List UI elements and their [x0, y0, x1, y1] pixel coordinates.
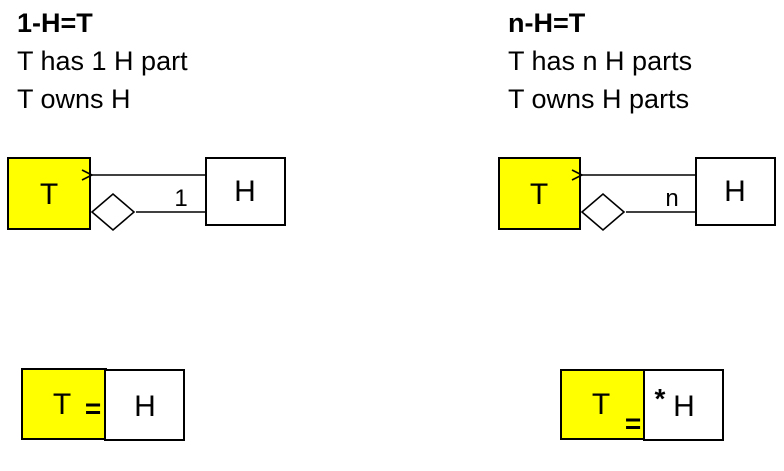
- left-part-label: H: [234, 175, 256, 208]
- right-whole-box: [498, 157, 581, 230]
- right-compact-notation: T = * H: [560, 369, 724, 441]
- left-line-2: T owns H: [17, 84, 131, 114]
- right-compact-part-box: [643, 369, 724, 441]
- left-compact-whole-label: T: [53, 388, 71, 421]
- left-diamond-icon: [90, 192, 136, 232]
- right-uml-diagram: T H n: [498, 157, 776, 232]
- right-line-2: T owns H parts: [508, 84, 690, 114]
- left-compact-whole-box: [21, 368, 107, 440]
- left-whole-label: T: [40, 178, 58, 211]
- right-compact-part-label: H: [673, 390, 695, 423]
- left-compact-part-label: H: [134, 390, 156, 423]
- right-compact-equals: =: [625, 408, 641, 439]
- right-part-label: H: [724, 175, 746, 208]
- left-compact-notation: T = H: [21, 368, 185, 441]
- left-part-box: [205, 157, 286, 226]
- left-multiplicity: 1: [174, 185, 187, 212]
- right-compact-star: *: [655, 383, 666, 414]
- right-whole-label: T: [530, 178, 548, 211]
- left-line-1: T has 1 H part: [17, 46, 188, 76]
- left-compact-equals: =: [85, 393, 101, 424]
- right-diamond-icon: [580, 192, 626, 232]
- right-compact-whole-box: [560, 369, 646, 440]
- right-part-box: [695, 157, 776, 226]
- right-multiplicity: n: [665, 185, 678, 212]
- left-compact-part-box: [104, 369, 185, 441]
- left-description: 1-H=T T has 1 H part T owns H: [17, 4, 188, 118]
- left-title: 1-H=T: [17, 8, 93, 38]
- left-uml-diagram: T H 1: [7, 157, 286, 232]
- left-whole-box: [7, 157, 91, 230]
- right-line-1: T has n H parts: [508, 46, 693, 76]
- right-compact-whole-label: T: [592, 388, 610, 421]
- right-description: n-H=T T has n H parts T owns H parts: [508, 4, 692, 118]
- right-title: n-H=T: [508, 8, 586, 38]
